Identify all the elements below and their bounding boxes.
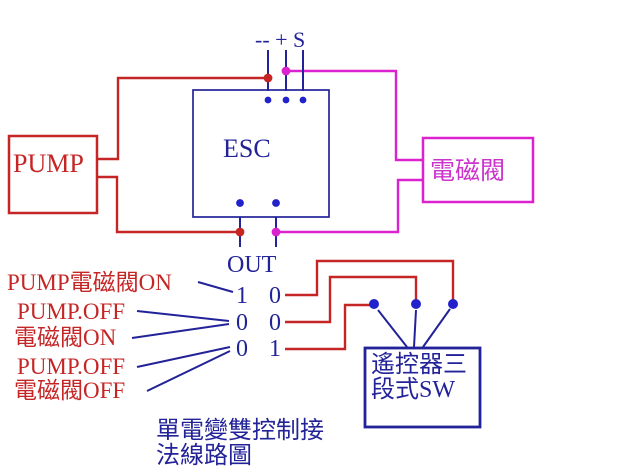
truth-row1-valve: 0	[269, 283, 281, 309]
state-label-1: PUMP電磁閥ON	[7, 270, 172, 295]
state-label-3: 電磁閥ON	[14, 325, 117, 350]
state-label-4: PUMP.OFF	[17, 354, 125, 379]
esc-out-pin-right	[272, 199, 280, 207]
pointer-state3a	[136, 346, 231, 368]
wire-pump-to-esc-out	[97, 175, 240, 234]
junction-red-out	[235, 227, 245, 237]
switch-terminal-right	[448, 299, 458, 309]
switch-lead-middle	[413, 309, 417, 348]
esc-top-pin-minus	[264, 96, 272, 104]
wire-out-to-valve	[276, 178, 423, 234]
wire-pump-to-esc-minus	[97, 76, 268, 161]
switch-label-line1: 遙控器三	[371, 351, 467, 378]
switch-terminal-left	[369, 299, 379, 309]
switch-label-line2: 段式SW	[371, 376, 455, 403]
pump-label: PUMP	[13, 149, 84, 178]
pointer-state3b	[146, 350, 231, 392]
wire-state1-to-switch-right	[285, 259, 455, 302]
wire-state3-to-switch-left	[285, 303, 372, 351]
truth-row3-valve: 1	[269, 336, 281, 362]
switch-terminal-middle	[411, 299, 421, 309]
esc-top-pin-plus	[282, 96, 290, 104]
truth-row3-pump: 0	[236, 336, 248, 362]
switch-box	[363, 346, 482, 429]
esc-top-pins-label: -- + S	[255, 27, 305, 52]
wire-plus-to-valve	[286, 69, 423, 162]
esc-label: ESC	[223, 134, 271, 163]
junction-magenta-top	[281, 66, 291, 76]
truth-row1-pump: 1	[236, 283, 248, 309]
pump-box	[7, 134, 99, 215]
valve-box	[421, 136, 535, 204]
valve-label: 電磁閥	[430, 157, 505, 185]
esc-out-pin-left	[236, 199, 244, 207]
out-label: OUT	[227, 252, 277, 278]
esc-top-pin-signal	[299, 96, 307, 104]
switch-lead-left	[377, 309, 408, 348]
pointer-state2a	[136, 310, 230, 322]
switch-lead-right	[422, 308, 451, 348]
junction-magenta-out	[271, 227, 281, 237]
caption-line2: 法線路圖	[156, 442, 252, 469]
junction-red-top	[263, 73, 273, 83]
truth-row2-valve: 0	[269, 310, 281, 336]
caption-line1: 單電變雙控制接	[156, 417, 324, 444]
pointer-state2b	[131, 323, 230, 339]
wire-state2-to-switch-middle	[285, 275, 418, 324]
esc-box	[192, 89, 330, 218]
state-label-5: 電磁閥OFF	[14, 378, 125, 403]
state-label-2: PUMP.OFF	[17, 299, 125, 324]
pointer-state1	[197, 281, 234, 293]
truth-row2-pump: 0	[236, 310, 248, 336]
